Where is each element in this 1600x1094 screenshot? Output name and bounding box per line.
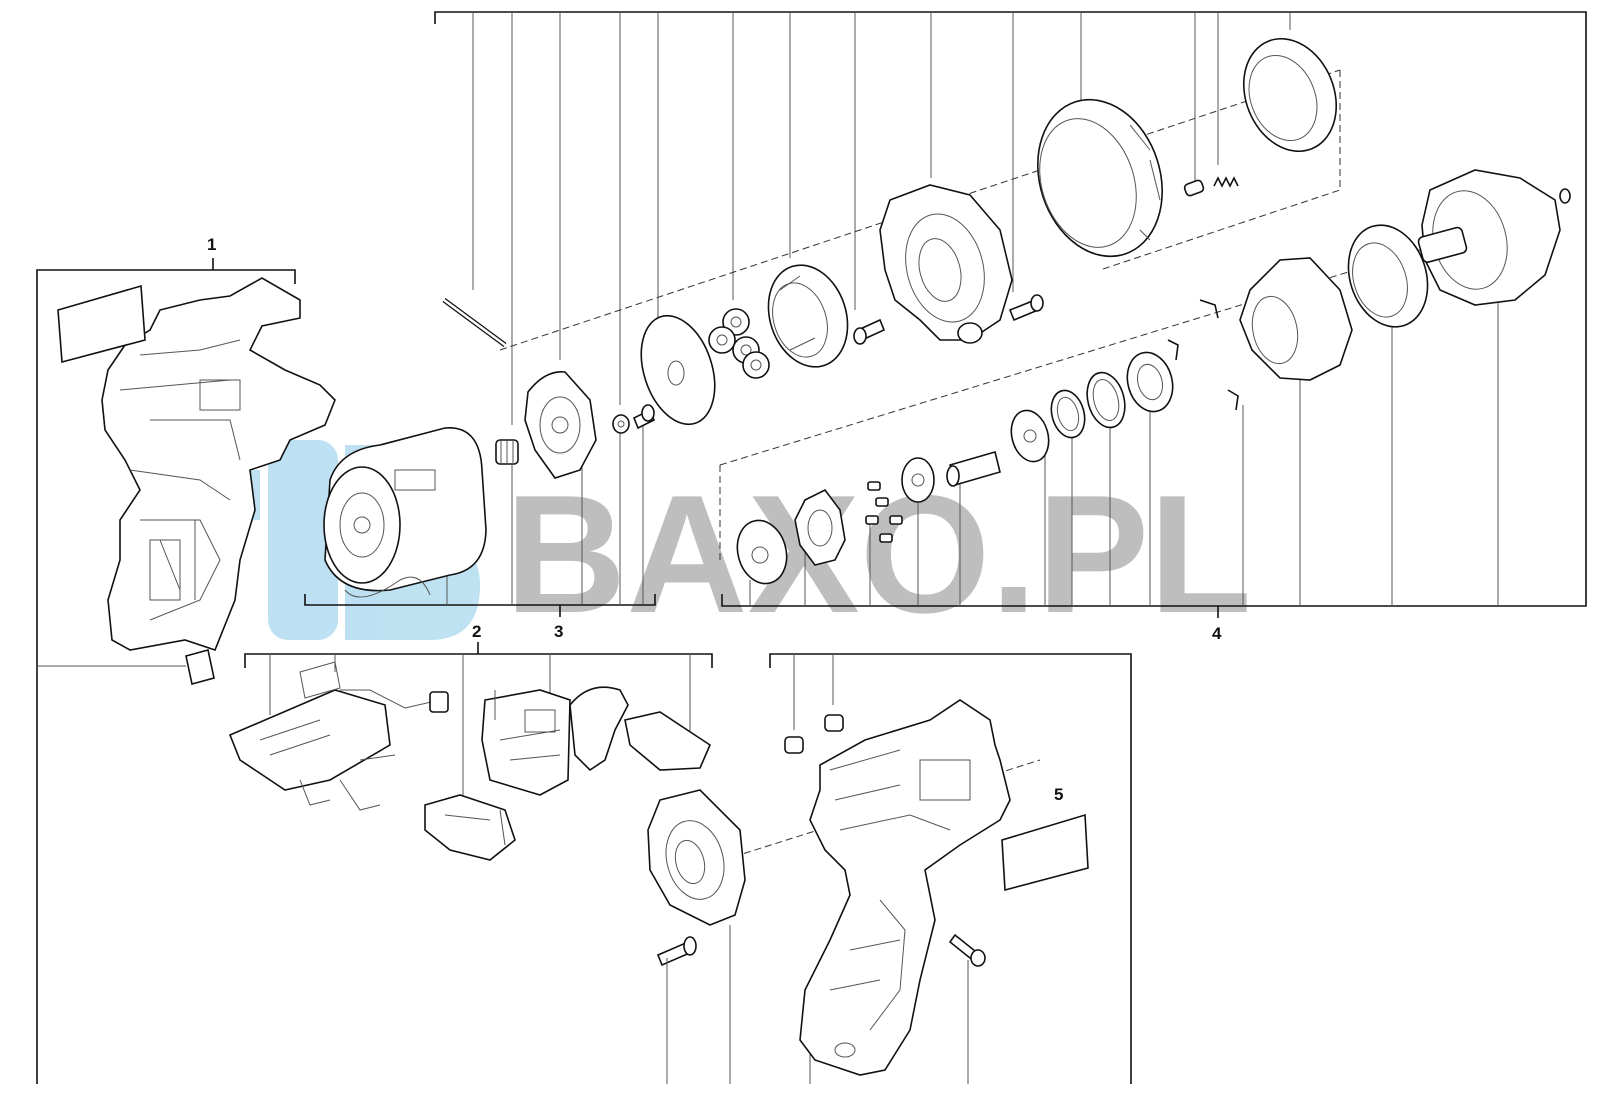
retaining-ring xyxy=(1050,389,1086,439)
bracket-3: 3 xyxy=(304,420,656,641)
callout-3: 3 xyxy=(554,622,563,641)
thrust-washer xyxy=(1010,409,1050,463)
bracket-1: 1 xyxy=(36,235,296,1084)
spider-carrier xyxy=(794,488,846,566)
motor-pinion xyxy=(495,439,519,465)
chuck-sleeve xyxy=(1417,169,1571,306)
switch-button xyxy=(624,711,712,771)
screw-mid-2 xyxy=(1008,294,1044,322)
detent-spring xyxy=(1213,176,1239,188)
small-carrier xyxy=(901,457,935,503)
trigger-switch xyxy=(481,689,571,796)
clutch-cap xyxy=(1242,37,1338,153)
needle-cage xyxy=(1347,224,1429,328)
front-housing xyxy=(1239,257,1353,381)
disc-washer xyxy=(640,314,716,426)
callout-5: 5 xyxy=(1054,785,1063,804)
screw-mid-1 xyxy=(853,318,886,345)
label-plate-right: 5 xyxy=(1001,785,1089,892)
callout-4: 4 xyxy=(1212,624,1222,643)
needle-pins xyxy=(865,481,903,543)
callout-1: 1 xyxy=(207,235,216,254)
switch-plate xyxy=(424,794,516,861)
bearing xyxy=(1126,351,1174,413)
watermark-text: BAXO.PL xyxy=(505,460,1252,648)
rubber-bumpers xyxy=(784,714,844,754)
carrier-plate xyxy=(736,519,788,585)
trigger xyxy=(569,686,629,772)
motor xyxy=(323,427,487,598)
detent-pin xyxy=(1183,179,1205,197)
planetary-gears xyxy=(708,308,770,379)
motor-shaft-pin xyxy=(442,297,507,348)
spring-clips xyxy=(1167,299,1239,411)
small-washer xyxy=(612,414,630,434)
label-plate-left xyxy=(57,284,146,364)
right-housing-half xyxy=(799,699,1011,1076)
bracket-top: 4 xyxy=(434,11,1587,643)
front-cover xyxy=(647,789,746,926)
screw-front-cover xyxy=(656,925,731,1084)
screw-right-housing xyxy=(948,933,986,967)
o-ring xyxy=(1086,371,1126,429)
motor-mount-plate xyxy=(524,371,597,479)
spindle xyxy=(946,451,1001,487)
gear-housing xyxy=(879,184,1013,344)
clutch-collar xyxy=(1037,98,1163,258)
screw-small xyxy=(632,404,656,430)
left-housing-half xyxy=(101,277,336,651)
bracket-2: 2 xyxy=(244,622,713,800)
bracket-right xyxy=(769,653,1132,1084)
ring-gear xyxy=(767,264,849,368)
small-clip xyxy=(185,649,215,685)
circuit-board xyxy=(228,661,449,811)
callout-2: 2 xyxy=(472,622,481,641)
